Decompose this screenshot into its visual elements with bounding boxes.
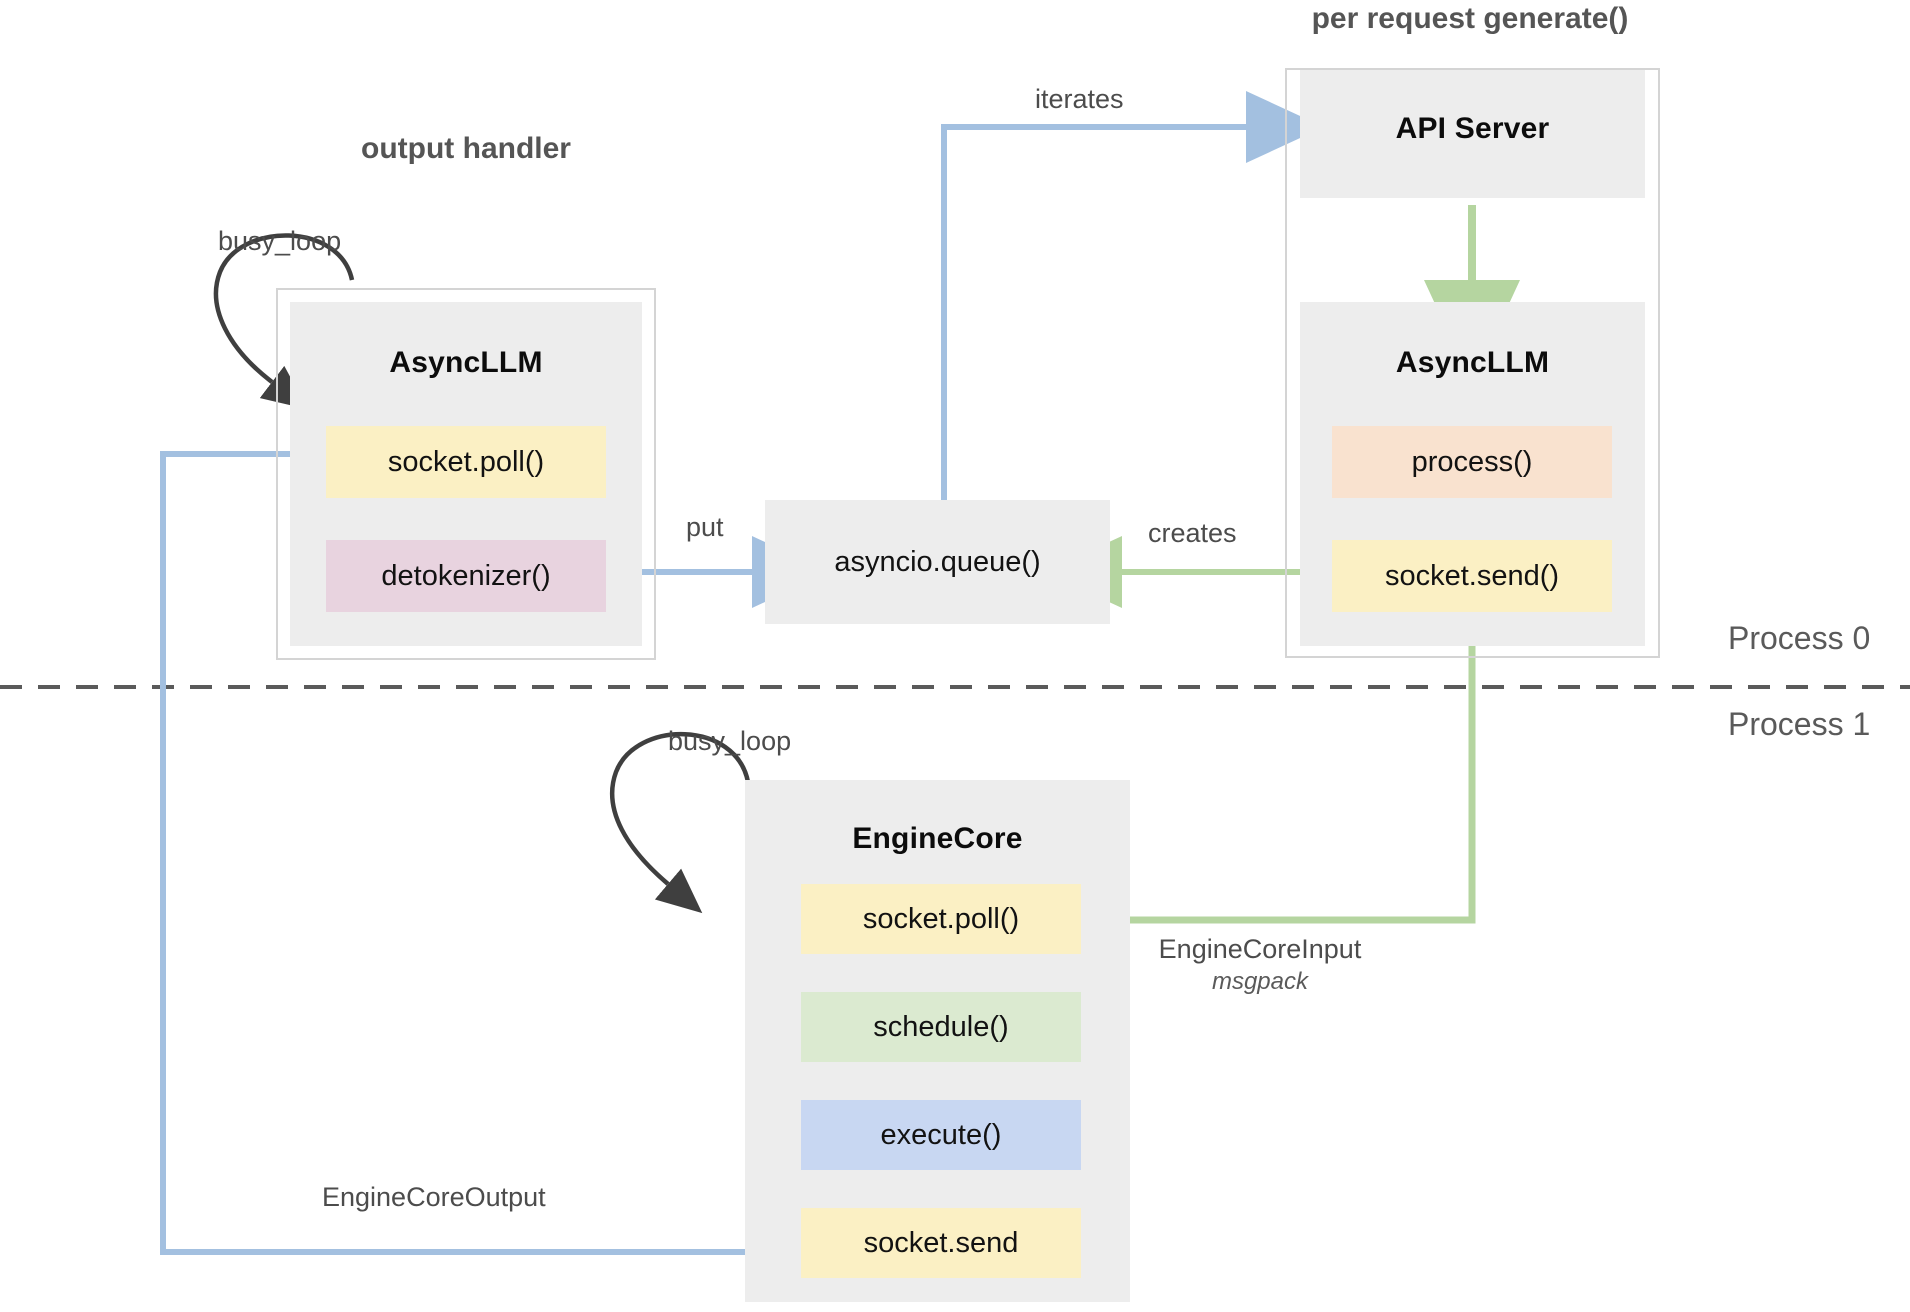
- edge-label-engine-core-output: EngineCoreOutput: [322, 1182, 546, 1212]
- chip-socket-send-right[interactable]: socket.send(): [1332, 540, 1612, 612]
- chip-execute[interactable]: execute(): [801, 1100, 1081, 1170]
- iterates-arrow: [941, 91, 1324, 500]
- busy-loop-core-arrow: [609, 731, 751, 914]
- node-engine-core: EngineCore socket.poll() schedule() exec…: [745, 780, 1130, 1302]
- group-label-per-request-generate: per request generate(): [1311, 2, 1629, 35]
- node-api-server: API Server: [1300, 70, 1645, 198]
- chip-socket-send-core[interactable]: socket.send: [801, 1208, 1081, 1278]
- chip-detokenizer[interactable]: detokenizer(): [326, 540, 606, 612]
- chip-schedule[interactable]: schedule(): [801, 992, 1081, 1062]
- chip-process[interactable]: process(): [1332, 426, 1612, 498]
- edge-label-put: put: [686, 512, 724, 542]
- busy-loop-left-arrow: [213, 233, 355, 410]
- edge-label-engine-core-input: EngineCoreInput: [1158, 934, 1362, 964]
- node-async-llm-left: AsyncLLM socket.poll() detokenizer(): [290, 302, 642, 646]
- node-asyncio-queue[interactable]: asyncio.queue(): [765, 500, 1110, 624]
- chip-socket-poll-core[interactable]: socket.poll(): [801, 884, 1081, 954]
- node-engine-core-title: EngineCore: [852, 822, 1023, 855]
- edge-label-creates: creates: [1148, 518, 1237, 548]
- node-async-llm-right: AsyncLLM process() socket.send(): [1300, 302, 1645, 646]
- engine-core-output-arrow: [160, 418, 805, 1255]
- process-label-top: Process 0: [1728, 620, 1871, 656]
- edge-label-busy-loop-core: busy_loop: [668, 726, 792, 756]
- engine-core-input-arrow: [1012, 592, 1476, 962]
- edge-label-busy-loop-left: busy_loop: [218, 226, 342, 256]
- group-label-output-handler: output handler: [361, 132, 571, 165]
- node-async-llm-left-title: AsyncLLM: [389, 346, 543, 379]
- edge-label-engine-core-input-sub: msgpack: [1211, 968, 1309, 995]
- output-handler-frame: [276, 288, 656, 660]
- per-request-generate-frame: [1285, 68, 1660, 658]
- chip-socket-poll-left[interactable]: socket.poll(): [326, 426, 606, 498]
- node-api-server-title: API Server: [1395, 112, 1550, 145]
- process-label-bottom: Process 1: [1728, 706, 1871, 742]
- node-async-llm-right-title: AsyncLLM: [1395, 346, 1550, 379]
- edge-label-iterates: iterates: [1035, 84, 1124, 114]
